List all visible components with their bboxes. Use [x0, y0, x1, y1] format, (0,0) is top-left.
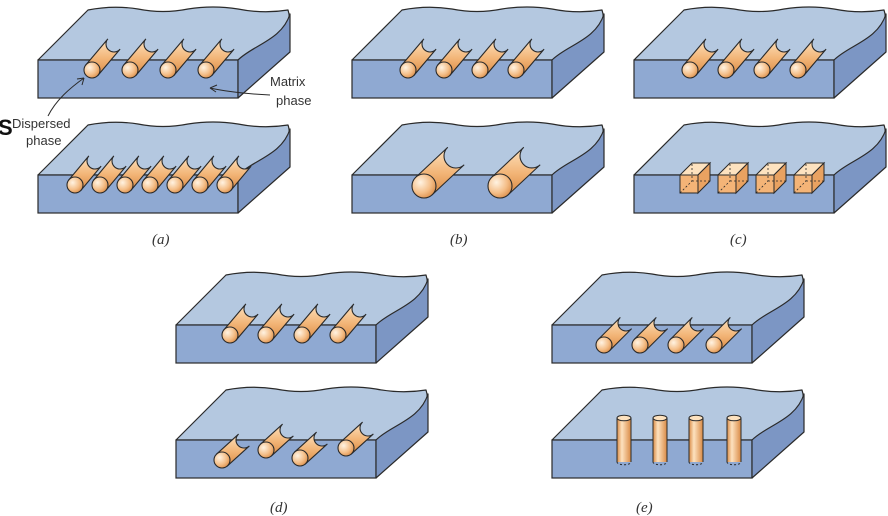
fiber-end-cap [213, 451, 231, 469]
fiber-end-cap [197, 61, 215, 79]
fiber-end-cap [667, 336, 685, 354]
fiber-end-cap [507, 61, 525, 79]
fiber-end-cap [399, 61, 417, 79]
panel-label-a: (a) [152, 232, 170, 248]
fiber-end-cap [435, 61, 453, 79]
slab-side-face [551, 13, 605, 99]
fiber-end-cap [717, 61, 735, 79]
fiber-end-cap [471, 61, 489, 79]
slab-side-face [751, 393, 805, 479]
fiber-end-cap [257, 326, 275, 344]
fiber-end-cap [411, 173, 437, 199]
slab-side-face [551, 128, 605, 214]
fiber-end-cap [66, 176, 84, 194]
vfiber-body [617, 418, 631, 462]
slab-c-top [633, 6, 887, 99]
slab-c-bottom [633, 121, 887, 214]
slab-side-face [833, 13, 887, 99]
slab-e-bottom [551, 386, 805, 479]
fiber-end-cap [141, 176, 159, 194]
slab-b-bottom [351, 121, 605, 214]
particle-hidden-edge [755, 163, 786, 194]
slab-front-face [551, 439, 753, 479]
fiber-end-cap [337, 439, 355, 457]
fiber-end-cap [705, 336, 723, 354]
slab-d-bottom [175, 386, 429, 479]
slab-b-top [351, 6, 605, 99]
slab-side-face [833, 128, 887, 214]
fiber-end-cap [789, 61, 807, 79]
slab-side-face [375, 393, 429, 479]
vfiber-body [689, 418, 703, 462]
fiber-end-cap [216, 176, 234, 194]
dispersed-arrowhead [76, 77, 85, 86]
slab-side-face [237, 13, 291, 99]
slab-side-face [375, 278, 429, 364]
vfiber-body [653, 418, 667, 462]
panel-label-c: (c) [730, 232, 747, 248]
dispersed-phase-annotation: Dispersed phase [12, 77, 85, 148]
dispersed-phase-label: Dispersed phase [12, 116, 74, 148]
vfiber-top-cap [726, 414, 742, 422]
fiber-end-cap [83, 61, 101, 79]
vfiber-top-cap [652, 414, 668, 422]
matrix-arrowhead [209, 84, 218, 93]
fiber-end-cap [221, 326, 239, 344]
matrix-phase-label: Matrix phase [270, 74, 311, 108]
fiber-end-cap [191, 176, 209, 194]
vfiber-bottom-edge [688, 461, 704, 466]
fiber-end-cap [487, 173, 513, 199]
panel-label-e: (e) [636, 500, 653, 516]
vfiber-bottom-edge [652, 461, 668, 466]
fiber-end-cap [291, 449, 309, 467]
fiber-end-cap [159, 61, 177, 79]
panel-label-d: (d) [270, 500, 288, 516]
fiber-end-cap [116, 176, 134, 194]
matrix-phase-annotation: Matrix phase [209, 74, 311, 108]
fiber-end-cap [681, 61, 699, 79]
vfiber-bottom-edge [726, 461, 742, 466]
slab-side-face [751, 278, 805, 364]
slab-d-top [175, 271, 429, 364]
slab-a-top [37, 6, 291, 99]
vfiber-top-cap [616, 414, 632, 422]
edge-mark-glyph: S [0, 115, 13, 140]
slab-e-top [551, 271, 805, 364]
slab-a-bottom [37, 121, 291, 214]
particle-hidden-edge [793, 163, 824, 194]
fiber-end-cap [293, 326, 311, 344]
fiber-end-cap [166, 176, 184, 194]
fiber-end-cap [329, 326, 347, 344]
vfiber-body [727, 418, 741, 462]
vfiber-bottom-edge [616, 461, 632, 466]
fiber-end-cap [121, 61, 139, 79]
fiber-end-cap [753, 61, 771, 79]
vfiber-top-cap [688, 414, 704, 422]
matrix-arrow [209, 87, 271, 96]
fiber-end-cap [91, 176, 109, 194]
fiber-end-cap [595, 336, 613, 354]
fiber-end-cap [631, 336, 649, 354]
particle-hidden-edge [679, 163, 710, 194]
panel-label-b: (b) [450, 232, 468, 248]
dispersed-arrow [47, 77, 85, 117]
fiber-end-cap [257, 441, 275, 459]
particle-hidden-edge [717, 163, 748, 194]
